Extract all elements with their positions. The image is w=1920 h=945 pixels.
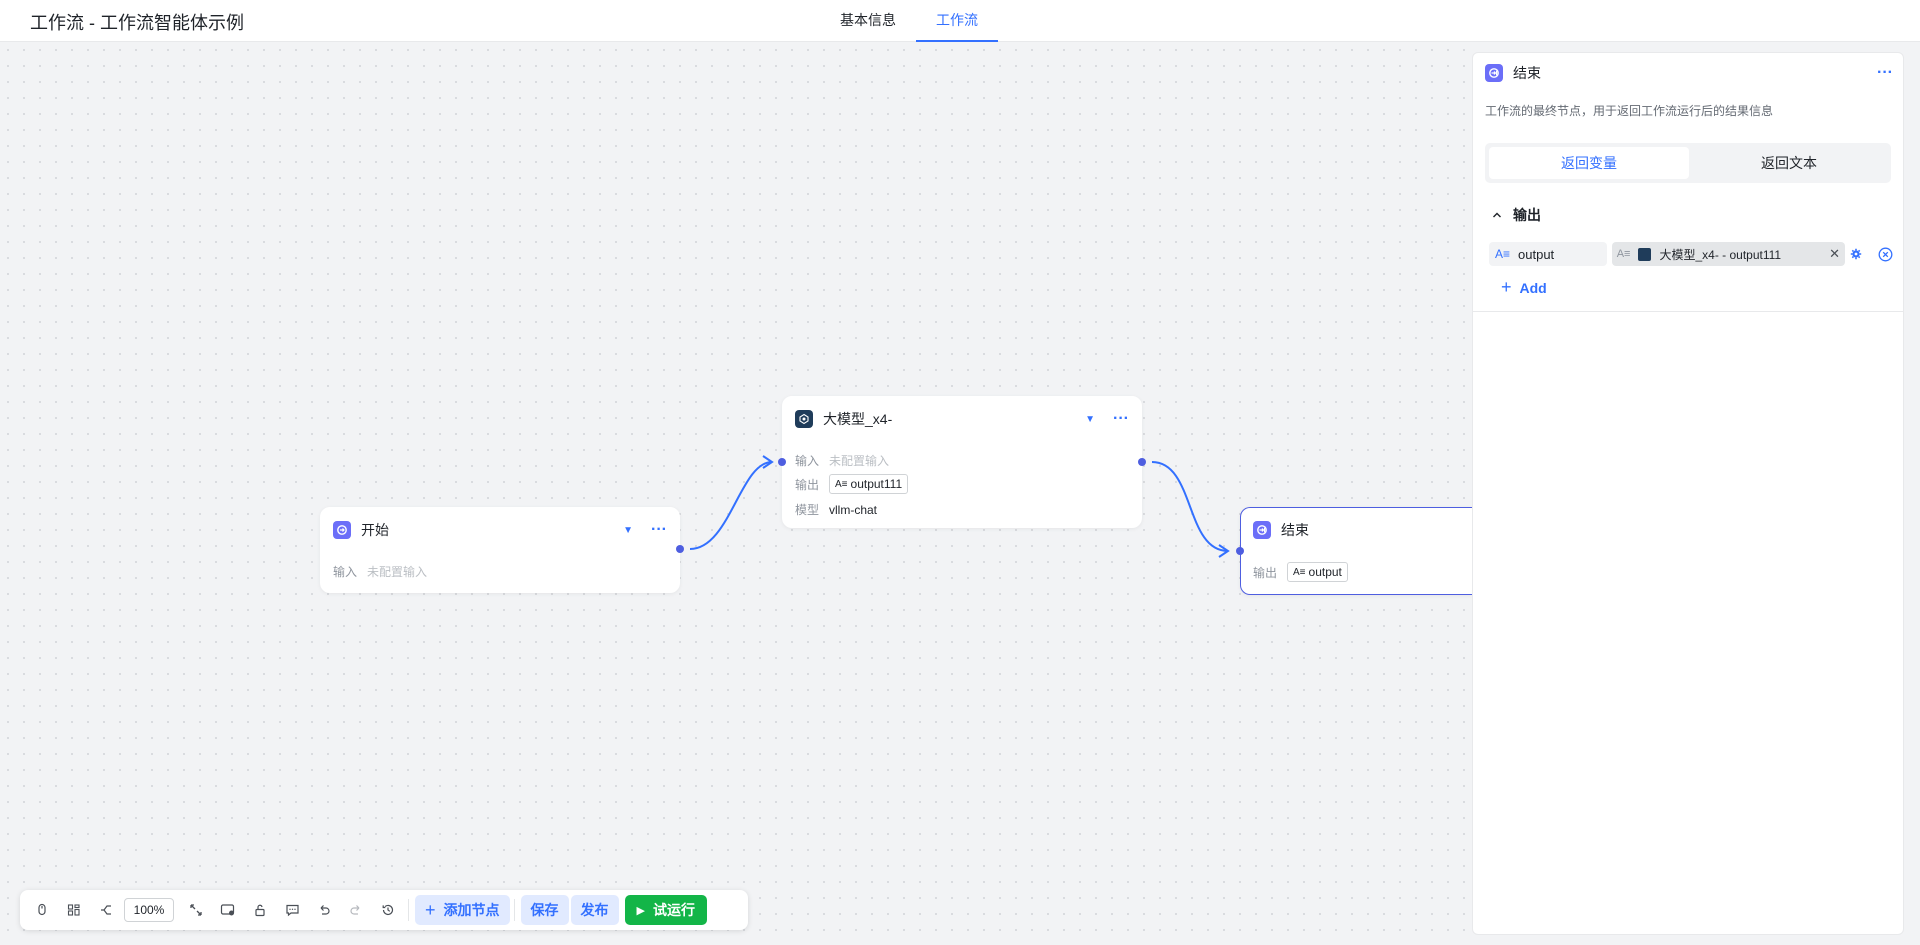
edge-arrow-end — [1218, 544, 1230, 558]
toolbar-divider — [513, 899, 515, 921]
zoom-level[interactable]: 100% — [124, 898, 174, 922]
add-output-button[interactable]: + Add — [1501, 277, 1547, 297]
llm-icon — [795, 410, 813, 428]
redo-icon[interactable] — [340, 895, 372, 925]
panel-title: 结束 — [1513, 65, 1541, 81]
panel-divider — [1473, 311, 1903, 312]
end-node-title: 结束 — [1281, 522, 1309, 538]
end-node[interactable]: 结束 输出 A≡output — [1240, 507, 1472, 595]
llm-output-label: 输出 — [795, 477, 820, 492]
start-input-label: 输入 — [333, 565, 358, 579]
edge-start-to-llm[interactable] — [689, 461, 773, 550]
edges-layer — [689, 455, 1230, 558]
gear-icon[interactable] — [1847, 248, 1865, 260]
edge-llm-to-end[interactable] — [1151, 461, 1229, 552]
tab-basic-info[interactable]: 基本信息 — [840, 12, 896, 28]
panel-description: 工作流的最终节点，用于返回工作流运行后的结果信息 — [1485, 104, 1774, 118]
test-run-button[interactable]: ▶ 试运行 — [624, 895, 707, 925]
canvas-toolbar: 100% + 添加节点 保存 发布 ▶ 试运行 — [20, 890, 748, 930]
ellipsis-icon[interactable]: ··· — [1877, 64, 1893, 81]
comment-icon[interactable] — [276, 895, 308, 925]
text-type-icon: A≡ — [835, 478, 848, 490]
llm-input-label: 输入 — [795, 454, 820, 468]
mouse-icon[interactable] — [26, 895, 58, 925]
edge-arrow-llm — [762, 455, 774, 469]
unlock-icon[interactable] — [244, 895, 276, 925]
toolbar-divider — [408, 899, 409, 921]
remove-icon[interactable] — [1877, 246, 1893, 262]
play-icon: ▶ — [636, 904, 645, 917]
save-button[interactable]: 保存 — [520, 895, 569, 925]
reference-value: 大模型_x4- - output111 — [1659, 247, 1782, 262]
start-node-title: 开始 — [361, 522, 389, 538]
app-title: 工作流 - 工作流智能体示例 — [30, 13, 244, 33]
text-type-icon: A≡ — [1495, 247, 1511, 261]
llm-icon — [1638, 247, 1652, 261]
plus-icon: + — [1501, 277, 1512, 297]
fit-view-icon[interactable] — [180, 895, 212, 925]
llm-model-value: vllm-chat — [829, 502, 878, 517]
caret-down-icon[interactable]: ▼ — [1085, 413, 1096, 425]
output-name-field[interactable]: A≡ output — [1489, 242, 1607, 266]
end-input-port[interactable] — [1236, 547, 1244, 555]
start-node[interactable]: 开始 ▼ ··· 输入 未配置输入 — [320, 507, 680, 593]
plus-icon: + — [425, 899, 436, 920]
publish-button[interactable]: 发布 — [570, 895, 619, 925]
llm-output-port[interactable] — [1138, 458, 1146, 466]
auto-layout-icon[interactable] — [90, 895, 122, 925]
end-icon — [1253, 521, 1271, 539]
start-icon — [333, 521, 351, 539]
ellipsis-icon[interactable]: ··· — [1113, 410, 1129, 427]
chevron-up-icon — [1493, 212, 1501, 218]
output-row: A≡ output A≡ 大模型_x4- - output111 ✕ — [1489, 242, 1893, 266]
llm-input-port[interactable] — [778, 458, 786, 466]
node-config-panel: 结束 ··· 工作流的最终节点，用于返回工作流运行后的结果信息 返回变量 返回文… — [1472, 52, 1904, 935]
text-type-icon: A≡ — [1293, 566, 1306, 578]
text-type-icon: A≡ — [1616, 248, 1631, 260]
llm-model-label: 模型 — [795, 503, 820, 517]
return-mode-switch: 返回变量 返回文本 — [1485, 143, 1891, 183]
add-node-button[interactable]: + 添加节点 — [415, 895, 510, 925]
llm-node[interactable]: 大模型_x4- ▼ ··· 输入 未配置输入 输出 A≡output111 模型… — [782, 396, 1142, 528]
screenshot-icon[interactable] — [212, 895, 244, 925]
end-icon — [1485, 64, 1503, 82]
segment-return-text[interactable]: 返回文本 — [1761, 155, 1817, 171]
tab-workflow[interactable]: 工作流 — [916, 0, 998, 42]
history-icon[interactable] — [372, 895, 404, 925]
ellipsis-icon[interactable]: ··· — [651, 521, 667, 538]
output-reference-field[interactable]: A≡ 大模型_x4- - output111 ✕ — [1611, 242, 1846, 266]
end-output-tag: A≡output — [1287, 562, 1348, 582]
start-input-value: 未配置输入 — [367, 565, 428, 579]
llm-node-title: 大模型_x4- — [823, 411, 893, 427]
start-output-port[interactable] — [676, 545, 684, 553]
workflow-canvas[interactable]: 开始 ▼ ··· 输入 未配置输入 大模型_x4- ▼ ··· 输入 未配置输入… — [0, 42, 1472, 945]
undo-icon[interactable] — [308, 895, 340, 925]
llm-output-tag: A≡output111 — [829, 474, 909, 494]
segment-return-variable[interactable]: 返回变量 — [1489, 147, 1689, 179]
clear-icon[interactable]: ✕ — [1829, 246, 1840, 261]
top-bar: 工作流 - 工作流智能体示例 基本信息 工作流 — [0, 0, 1920, 42]
llm-input-value: 未配置输入 — [829, 454, 890, 468]
caret-down-icon[interactable]: ▼ — [623, 524, 634, 536]
end-output-label: 输出 — [1253, 565, 1278, 580]
output-section-header[interactable]: 输出 — [1491, 205, 1541, 225]
minimap-icon[interactable] — [58, 895, 90, 925]
